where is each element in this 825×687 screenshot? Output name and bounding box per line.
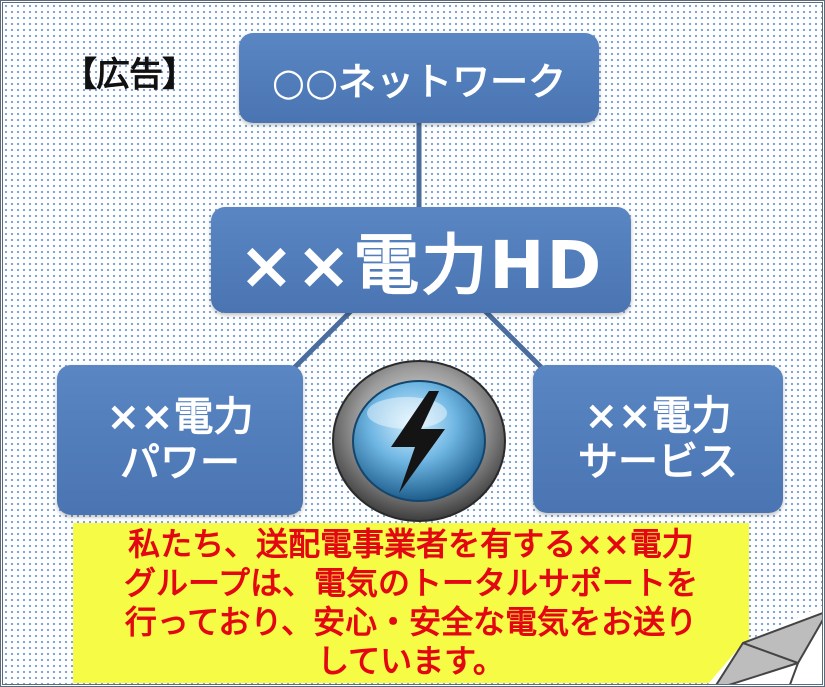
power-box-line-2: パワー [120,440,240,486]
service-company-box: ××電力 サービス [533,365,783,513]
service-box-line-1: ××電力 [584,393,732,439]
ad-message: 私たち、送配電事業者を有する××電力 グループは、電気のトータルサポートを 行っ… [73,523,749,683]
holding-company-box: ××電力HD [211,207,631,313]
page-curl-icon [708,605,822,684]
ad-label: 【広告】 [63,55,196,95]
ad-message-line: 行っており、安心・安全な電気をお送り [124,603,698,641]
ad-message-line: しています。 [317,642,505,680]
ad-message-line: 私たち、送配電事業者を有する××電力 [128,525,694,563]
ad-message-line: グループは、電気のトータルサポートを [123,564,699,602]
service-box-line-2: サービス [578,439,738,485]
power-box-line-1: ××電力 [106,394,254,440]
power-company-box: ××電力 パワー [57,365,303,515]
network-box: ○○ネットワーク [239,33,599,123]
lightning-bolt-icon [332,360,506,522]
